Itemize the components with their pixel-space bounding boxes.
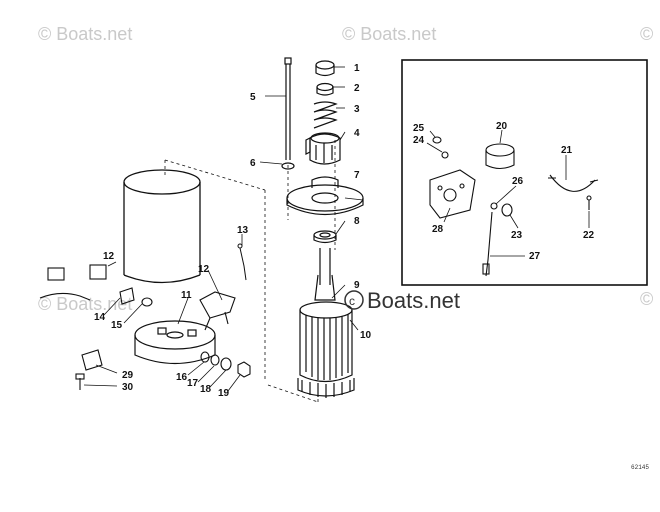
- watermark-mid-left: © Boats.net: [38, 294, 132, 314]
- label-part-24: 24: [413, 135, 425, 146]
- label-part-7: 7: [354, 170, 360, 181]
- watermark-mid-right: ©: [640, 289, 653, 309]
- through-bolt: [281, 57, 295, 170]
- inset-frame: [401, 59, 648, 286]
- label-part-12-center: 12: [198, 264, 210, 275]
- label-part-21: 21: [561, 145, 573, 156]
- brush-holders: [39, 264, 236, 331]
- part-number-labels: 1 2 3 4 5 6 7 8 9 10 11 12 12 13 14 15 1…: [94, 63, 595, 399]
- label-part-14: 14: [94, 312, 106, 323]
- label-part-5: 5: [250, 92, 256, 103]
- label-part-8: 8: [354, 216, 360, 227]
- center-watermark: c Boats.net: [344, 288, 460, 313]
- label-part-20: 20: [496, 121, 508, 132]
- label-part-22: 22: [583, 230, 595, 241]
- label-part-4: 4: [354, 128, 360, 139]
- label-part-10: 10: [360, 330, 372, 341]
- center-watermark-text: Boats.net: [367, 288, 460, 313]
- label-part-13: 13: [237, 225, 249, 236]
- drawing-code: 62145: [631, 464, 649, 471]
- watermark-top-left: © Boats.net: [38, 24, 132, 44]
- label-part-1: 1: [354, 63, 360, 74]
- watermark-layer: © Boats.net © Boats.net © © Boats.net ©: [38, 24, 653, 314]
- label-part-18: 18: [200, 384, 212, 395]
- terminal-block: [75, 349, 103, 390]
- label-part-19: 19: [218, 388, 230, 399]
- label-part-2: 2: [354, 83, 360, 94]
- terminal-parts: [119, 287, 153, 307]
- label-part-25: 25: [413, 123, 425, 134]
- inset-parts: [429, 136, 599, 277]
- label-part-17: 17: [187, 378, 199, 389]
- armature: [297, 248, 355, 398]
- label-part-15: 15: [111, 320, 123, 331]
- label-part-9: 9: [354, 280, 360, 291]
- watermark-top-right: ©: [640, 24, 653, 44]
- lead-wire: [237, 243, 247, 281]
- label-part-11: 11: [181, 290, 192, 301]
- small-hardware: [200, 351, 251, 378]
- label-part-29: 29: [122, 370, 134, 381]
- field-frame: [123, 169, 201, 284]
- label-part-6: 6: [250, 158, 256, 169]
- label-part-16: 16: [176, 372, 188, 383]
- label-part-12-left: 12: [103, 251, 115, 262]
- label-part-27: 27: [529, 251, 541, 262]
- watermark-top-center: © Boats.net: [342, 24, 436, 44]
- label-part-28: 28: [432, 224, 444, 235]
- svg-text:c: c: [349, 294, 355, 308]
- leader-lines: [83, 66, 590, 392]
- label-part-26: 26: [512, 176, 524, 187]
- drive-parts: [286, 60, 364, 244]
- label-part-30: 30: [122, 382, 134, 393]
- label-part-23: 23: [511, 230, 523, 241]
- label-part-3: 3: [354, 104, 360, 115]
- brush-end-plate: [134, 320, 216, 365]
